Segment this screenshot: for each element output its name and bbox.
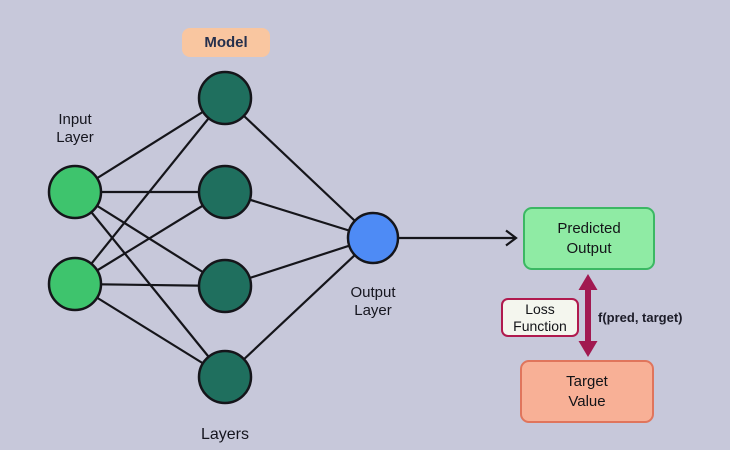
edge-i1-h1: [74, 97, 226, 193]
target-value-box: Target Value: [520, 360, 654, 423]
loss-formula-label: f(pred, target): [598, 310, 683, 325]
edge-h1-o: [224, 97, 374, 239]
loss-function-box: Loss Function: [501, 298, 579, 337]
edge-h4-o: [224, 237, 374, 378]
edge-i2-h2: [74, 191, 226, 285]
input-node-1: [47, 164, 103, 220]
input-layer-label: Input Layer: [56, 111, 94, 147]
model-label: Model: [204, 34, 248, 51]
hidden-node-2: [197, 164, 253, 220]
hidden-node-4: [197, 349, 253, 405]
hidden-layers-label: Layers: [200, 426, 250, 443]
output-node: [346, 211, 400, 265]
output-layer-label: Output Layer: [350, 284, 396, 320]
predicted-output-box: Predicted Output: [523, 207, 655, 270]
hidden-node-3: [197, 258, 253, 314]
output-arrow-head-icon: [505, 229, 518, 247]
input-node-2: [47, 256, 103, 312]
hidden-node-1: [197, 70, 253, 126]
edge-i2-h1: [74, 97, 226, 285]
edge-i2-h4: [74, 283, 226, 378]
loss-double-arrow-icon: [578, 274, 598, 357]
model-label-box: Model: [182, 28, 270, 57]
